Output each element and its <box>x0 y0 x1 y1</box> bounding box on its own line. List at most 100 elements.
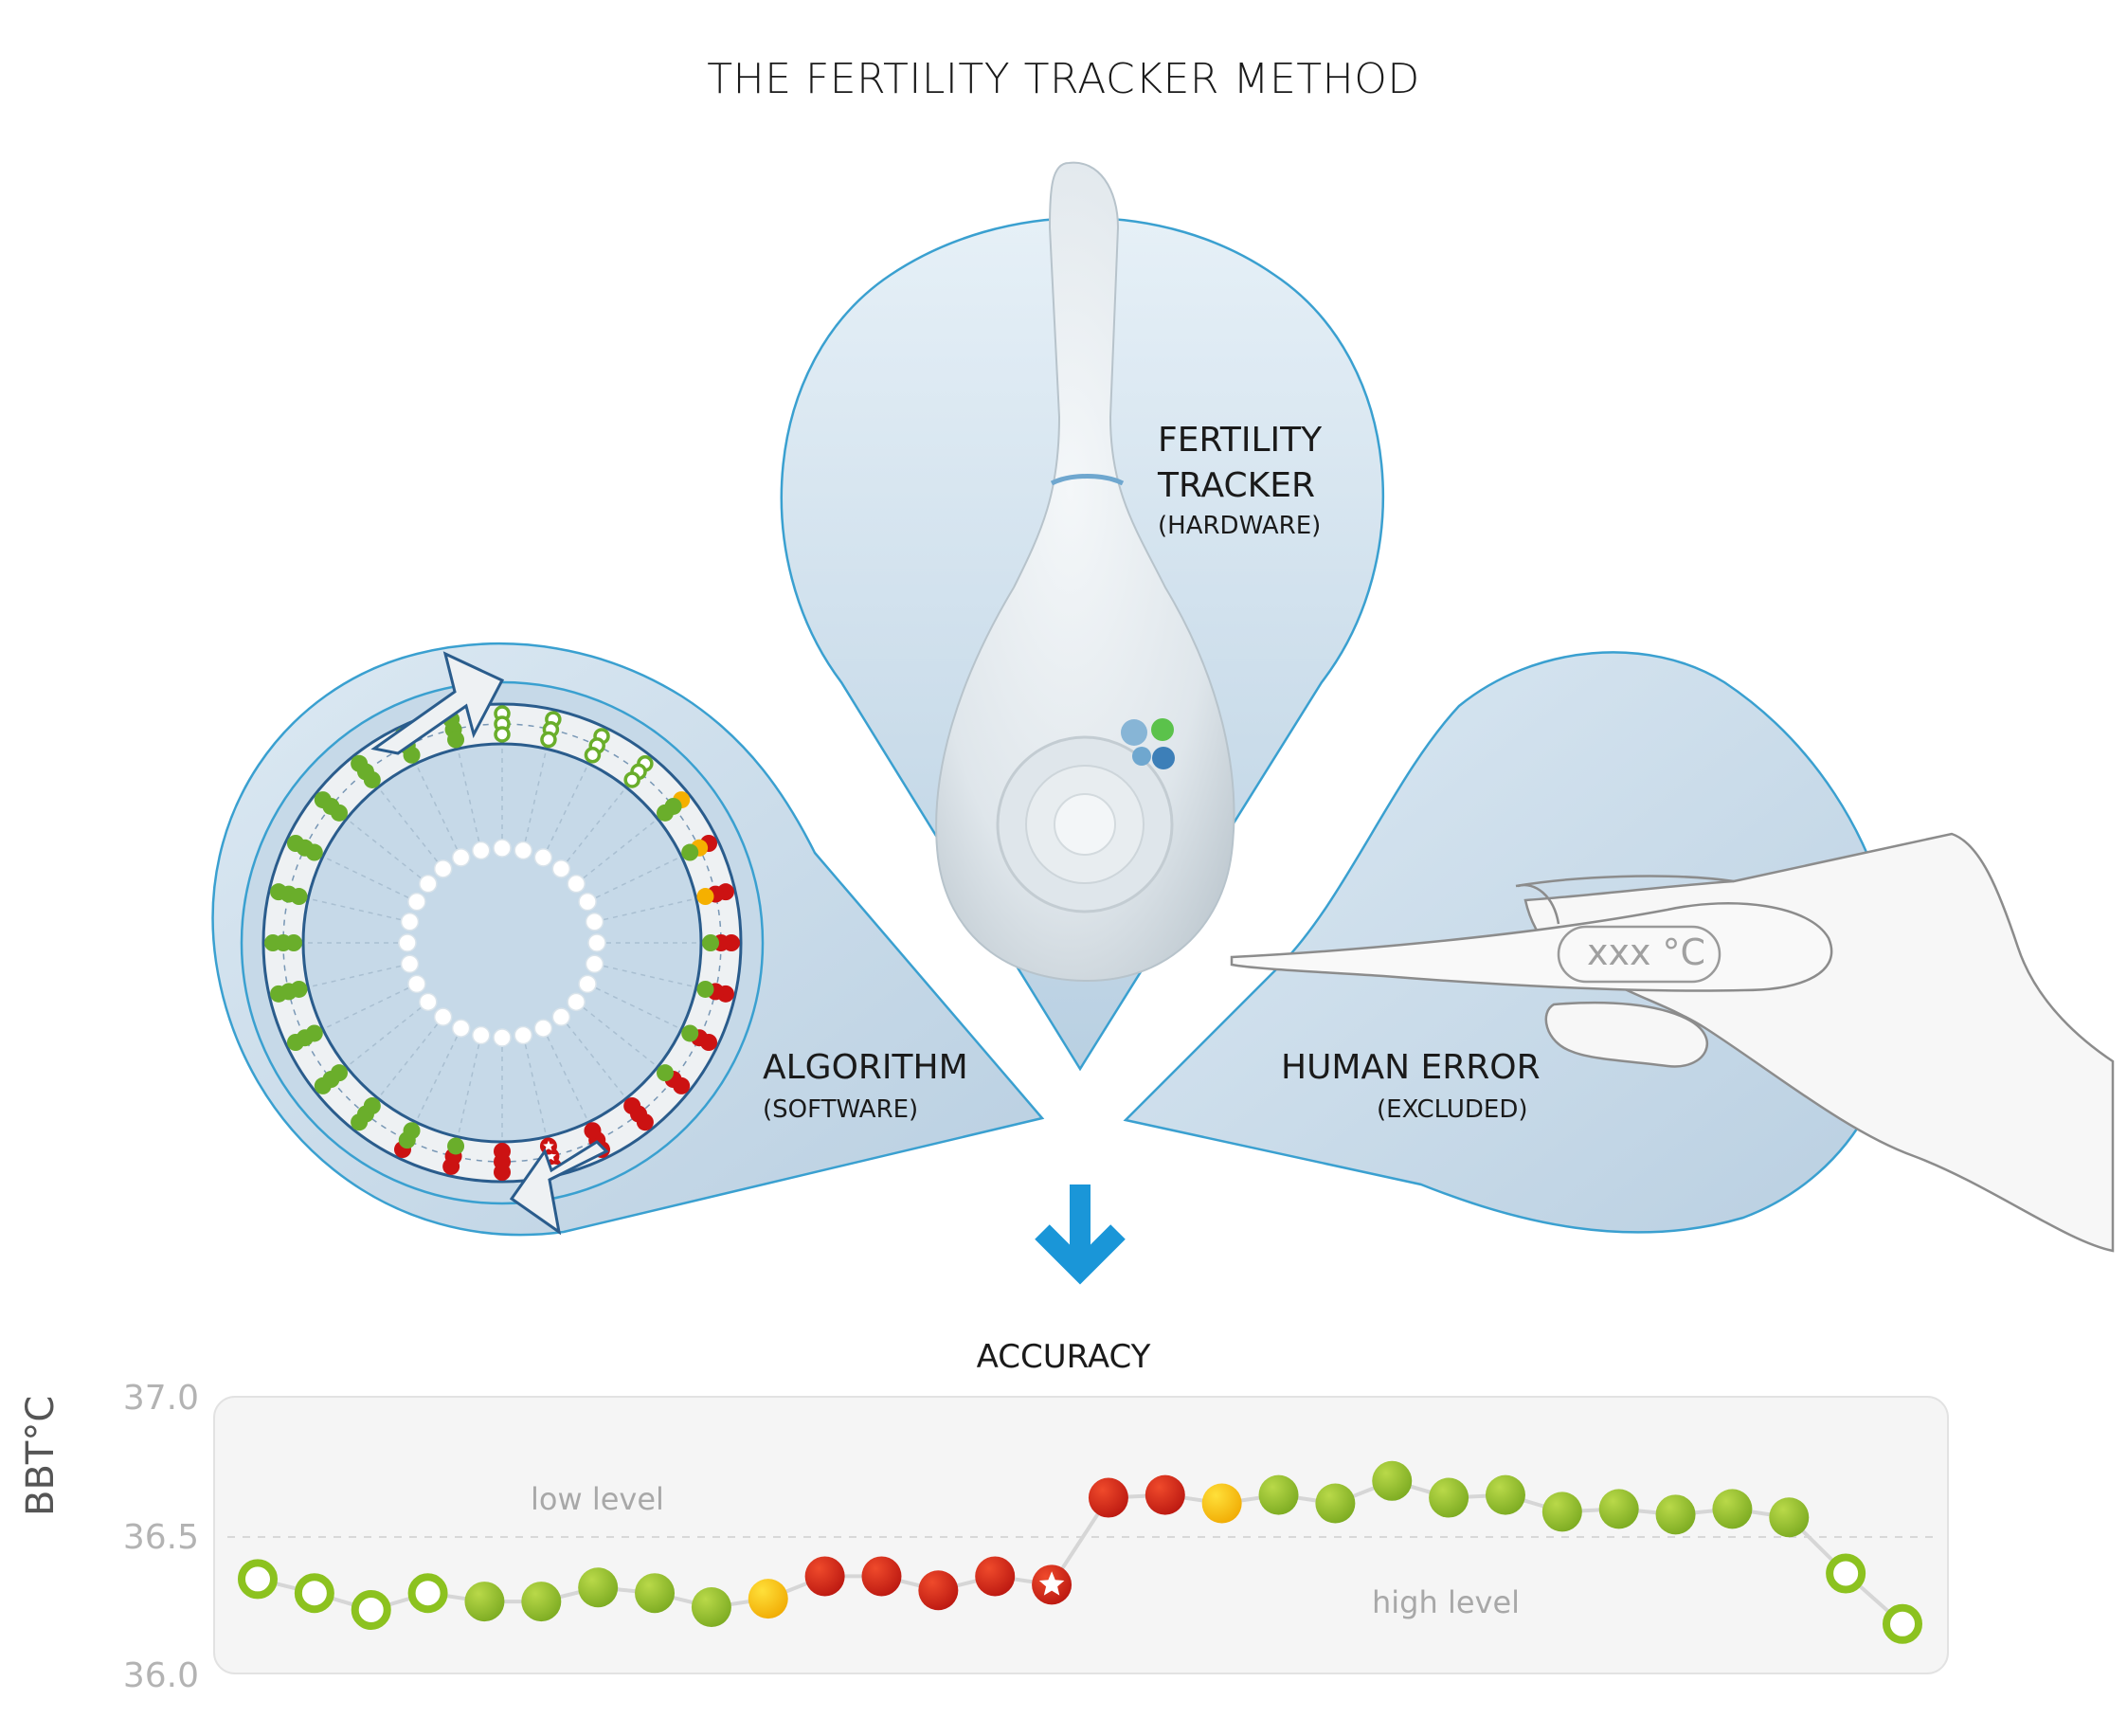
inner-dot <box>407 974 426 994</box>
temperature-point <box>975 1556 1016 1597</box>
y-tick-36: 36.0 <box>122 1656 199 1695</box>
inner-dot <box>433 1007 453 1026</box>
cycle-arrow-top-icon <box>370 651 505 755</box>
ring-dot <box>285 934 302 951</box>
temperature-point <box>918 1570 959 1611</box>
temperature-point <box>1883 1603 1922 1644</box>
temperature-point <box>1655 1494 1696 1535</box>
ring-spoke <box>547 1036 588 1121</box>
temperature-point <box>1429 1477 1469 1518</box>
inner-dot <box>567 992 586 1012</box>
ring-spoke <box>524 750 548 841</box>
ring-dots <box>264 705 740 1181</box>
hand-thermometer-illustration <box>1230 832 2115 1253</box>
temperature-points <box>238 1460 1922 1644</box>
temperature-point <box>578 1567 619 1608</box>
ring-spoke <box>416 1036 458 1121</box>
ring-spoke <box>457 750 480 841</box>
temperature-point <box>521 1582 562 1622</box>
ring-dot <box>623 771 640 788</box>
inner-dot <box>533 848 553 867</box>
fertility-tracker-device <box>935 161 1235 983</box>
temperature-point <box>1712 1489 1753 1529</box>
ring-dot <box>494 726 511 743</box>
ring-spoke <box>583 819 658 879</box>
ring-spoke <box>378 787 439 862</box>
ring-spoke <box>310 897 401 921</box>
ring-spoke <box>595 987 680 1029</box>
ring-spoke <box>347 1006 422 1067</box>
ring-dot <box>403 746 421 764</box>
inner-dot <box>567 874 586 894</box>
inner-dot <box>400 954 420 974</box>
temperature-point <box>1201 1483 1242 1524</box>
temperature-point <box>1145 1474 1185 1515</box>
inner-dot <box>419 992 438 1012</box>
temperature-point <box>1541 1492 1582 1532</box>
temperature-point <box>804 1556 845 1597</box>
inner-dot <box>551 1007 571 1026</box>
temperature-point <box>861 1556 902 1597</box>
down-arrow-icon <box>1035 1184 1126 1285</box>
y-tick-37: 37.0 <box>122 1379 199 1418</box>
inner-dot <box>578 892 597 912</box>
temperature-point <box>635 1573 676 1614</box>
inner-dot <box>514 1025 533 1045</box>
ring-spoke <box>604 965 694 988</box>
inner-dot <box>419 874 438 894</box>
ring-dot <box>363 770 381 788</box>
thermometer-display: xxx °C <box>1587 931 1706 973</box>
temperature-point <box>1088 1477 1128 1518</box>
page-title: THE FERTILITY TRACKER METHOD <box>707 55 1420 103</box>
algorithm-sublabel: (SOFTWARE) <box>763 1095 919 1124</box>
ring-dot <box>657 804 675 822</box>
temperature-point <box>1258 1474 1299 1515</box>
ring-spoke <box>566 1023 626 1098</box>
ring-dot <box>681 843 699 861</box>
ring-spoke <box>416 765 458 850</box>
y-axis-label: BBT°C <box>19 1395 63 1516</box>
y-tick-36-5: 36.5 <box>122 1518 199 1557</box>
inner-dot <box>493 1028 512 1047</box>
ring-spoke <box>595 857 680 898</box>
ring-dot <box>363 1097 381 1115</box>
inner-dot <box>533 1019 553 1038</box>
temperature-point <box>691 1587 731 1627</box>
ring-spoke <box>583 1006 658 1067</box>
inner-dot <box>551 859 571 878</box>
ring-dot <box>305 1024 323 1042</box>
ring-spoke <box>547 765 588 850</box>
algorithm-label: ALGORITHM <box>763 1048 968 1087</box>
inner-dots <box>398 839 606 1047</box>
ring-spoke <box>566 787 626 862</box>
temperature-point <box>1032 1564 1073 1605</box>
ring-spoke <box>347 819 422 879</box>
tracker-label-line2: TRACKER <box>1158 466 1316 505</box>
ring-spoke <box>604 897 694 921</box>
bbt-chart <box>213 1396 1949 1674</box>
ring-dot-star <box>543 1140 554 1151</box>
temperature-point <box>351 1589 391 1630</box>
inner-dot <box>493 839 512 858</box>
temperature-point <box>1485 1474 1525 1515</box>
inner-dot <box>471 1025 491 1045</box>
temperature-point <box>464 1582 505 1622</box>
ring-dot <box>494 1143 511 1160</box>
inner-dot <box>407 892 426 912</box>
ring-dot <box>584 747 602 764</box>
ring-spoke <box>324 857 409 898</box>
inner-dot <box>514 841 533 860</box>
ring-dot <box>447 1137 465 1155</box>
low-level-annotation: low level <box>531 1481 664 1517</box>
temperature-point <box>238 1559 278 1600</box>
tracker-sublabel: (HARDWARE) <box>1158 512 1322 540</box>
inner-dot <box>451 1019 471 1038</box>
inner-dot <box>398 933 417 952</box>
cycle-ring <box>240 651 765 1236</box>
inner-dot <box>433 859 453 878</box>
ring-dot <box>623 1097 641 1115</box>
ring-dot <box>681 1024 699 1042</box>
temperature-point <box>748 1579 788 1619</box>
ring-dot-star <box>548 1160 559 1171</box>
